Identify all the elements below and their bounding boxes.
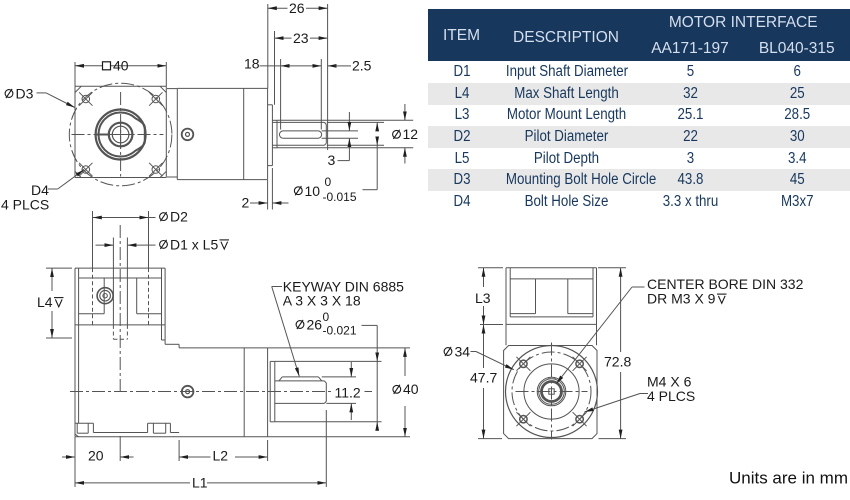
svg-text:4 PLCS: 4 PLCS	[647, 388, 695, 404]
svg-text:26: 26	[289, 0, 305, 16]
svg-text:40: 40	[403, 381, 419, 397]
svg-text:D2: D2	[170, 209, 188, 225]
svg-text:CENTER BORE DIN 332: CENTER BORE DIN 332	[647, 276, 804, 292]
svg-text:A 3 X 3 X 18: A 3 X 3 X 18	[283, 293, 361, 309]
svg-text:2.5: 2.5	[352, 58, 372, 74]
svg-text:20: 20	[88, 448, 104, 464]
svg-text:L1: L1	[192, 475, 208, 491]
svg-text:47.7: 47.7	[470, 370, 497, 386]
svg-text:23: 23	[293, 30, 309, 46]
svg-text:D1 x L5: D1 x L5	[170, 236, 218, 252]
svg-text:D4: D4	[31, 182, 49, 198]
svg-text:L4: L4	[37, 294, 53, 310]
svg-text:10: 10	[305, 183, 321, 199]
svg-text:3: 3	[328, 152, 336, 168]
svg-text:-0.015: -0.015	[323, 190, 357, 204]
svg-text:M4 X 6: M4 X 6	[647, 374, 692, 390]
svg-text:0: 0	[323, 310, 330, 324]
svg-text:Units are in mm: Units are in mm	[729, 469, 848, 488]
svg-text:40: 40	[113, 58, 129, 74]
svg-text:18: 18	[244, 56, 260, 72]
svg-text:72.8: 72.8	[604, 354, 631, 370]
svg-text:DR M3 X 9: DR M3 X 9	[647, 291, 716, 307]
svg-text:11.2: 11.2	[335, 385, 361, 401]
svg-text:D3: D3	[16, 86, 34, 102]
svg-text:2: 2	[242, 194, 250, 210]
svg-text:0: 0	[325, 175, 332, 189]
svg-text:26: 26	[307, 316, 323, 332]
svg-text:34: 34	[455, 343, 471, 359]
svg-text:L3: L3	[475, 290, 491, 306]
svg-text:KEYWAY DIN 6885: KEYWAY DIN 6885	[283, 279, 404, 295]
svg-text:L2: L2	[213, 448, 229, 464]
svg-text:4 PLCS: 4 PLCS	[1, 197, 49, 213]
svg-text:12: 12	[403, 126, 419, 142]
svg-text:-0.021: -0.021	[323, 324, 357, 338]
